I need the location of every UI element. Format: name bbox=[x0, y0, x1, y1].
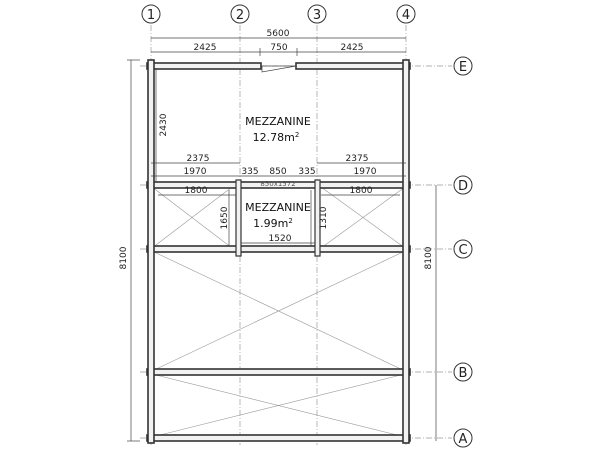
dim-1800-right: 1800 bbox=[350, 186, 373, 196]
column-bubble-3: 3 bbox=[307, 4, 327, 24]
wall-col-1 bbox=[147, 59, 155, 444]
dim-1800-left: 1800 bbox=[185, 186, 208, 196]
row-label-c: C bbox=[458, 243, 467, 258]
dim-335-right: 335 bbox=[298, 167, 315, 177]
dim-overall-width: 5600 bbox=[267, 29, 290, 39]
row-label-d: D bbox=[458, 179, 468, 194]
wall-row-a bbox=[146, 434, 411, 442]
row-bubble-d: D bbox=[453, 175, 473, 195]
column-bubble-4: 4 bbox=[396, 4, 416, 24]
mezzanine-small-label: MEZZANINE 1.99m2 bbox=[245, 201, 311, 230]
wall-row-e-right bbox=[295, 62, 411, 70]
mid-dimension-chains: 2375 2375 1970 335 850 335 1970 1800 180… bbox=[151, 154, 406, 196]
room-area-large: 12.78m2 bbox=[253, 131, 300, 144]
mezzanine-large-label: MEZZANINE 12.78m2 bbox=[245, 115, 311, 144]
dim-overall-height-right: 8100 bbox=[424, 246, 434, 269]
row-label-e: E bbox=[459, 60, 467, 75]
row-bubble-a: A bbox=[453, 428, 473, 448]
diagonal-bracing bbox=[151, 186, 406, 438]
column-label-4: 4 bbox=[402, 8, 410, 23]
top-dimension-chain: 5600 2425 750 2425 bbox=[151, 29, 406, 56]
dim-small-width: 1520 bbox=[269, 234, 292, 244]
small-mezzanine-dimensions: 1650 1310 1520 bbox=[220, 190, 329, 246]
column-label-2: 2 bbox=[236, 8, 244, 23]
row-bubble-b: B bbox=[453, 362, 473, 382]
column-bubble-2: 2 bbox=[230, 4, 250, 24]
wall-row-e-left bbox=[146, 62, 262, 70]
wall-col-4 bbox=[402, 59, 410, 444]
wall-inner-right bbox=[314, 179, 321, 257]
row-label-a: A bbox=[459, 432, 468, 447]
dim-small-height-right: 1310 bbox=[319, 206, 329, 229]
dim-1970-left: 1970 bbox=[184, 167, 207, 177]
room-name-large: MEZZANINE bbox=[245, 115, 311, 128]
overall-height-dimensions: 8100 8100 bbox=[119, 59, 437, 442]
left-upper-dimension: 2430 bbox=[155, 68, 169, 182]
dim-top-mid: 750 bbox=[270, 43, 287, 53]
dim-opening: 850x1572 bbox=[260, 180, 295, 188]
door-swing bbox=[261, 65, 297, 73]
wall-row-c bbox=[146, 245, 411, 253]
room-area-small: 1.99m2 bbox=[253, 217, 293, 230]
row-bubble-e: E bbox=[453, 56, 473, 76]
dim-1970-right: 1970 bbox=[354, 167, 377, 177]
column-bubble-1: 1 bbox=[141, 4, 161, 24]
dim-small-height-left: 1650 bbox=[220, 206, 230, 229]
dim-mid-right: 2375 bbox=[346, 154, 369, 164]
walls bbox=[146, 59, 411, 444]
dim-335-left: 335 bbox=[241, 167, 258, 177]
dim-850: 850 bbox=[269, 167, 286, 177]
dim-upper-left-height: 2430 bbox=[159, 113, 169, 136]
room-name-small: MEZZANINE bbox=[245, 201, 311, 214]
wall-inner-left bbox=[235, 179, 242, 257]
dim-top-left: 2425 bbox=[194, 43, 217, 53]
row-label-b: B bbox=[459, 366, 468, 381]
row-bubble-c: C bbox=[453, 239, 473, 259]
dim-top-right: 2425 bbox=[341, 43, 364, 53]
dim-mid-left: 2375 bbox=[187, 154, 210, 164]
dim-overall-height-left: 8100 bbox=[119, 246, 129, 269]
column-label-3: 3 bbox=[313, 8, 321, 23]
wall-row-b bbox=[146, 368, 411, 376]
column-label-1: 1 bbox=[147, 8, 155, 23]
wall-row-d bbox=[146, 181, 411, 189]
